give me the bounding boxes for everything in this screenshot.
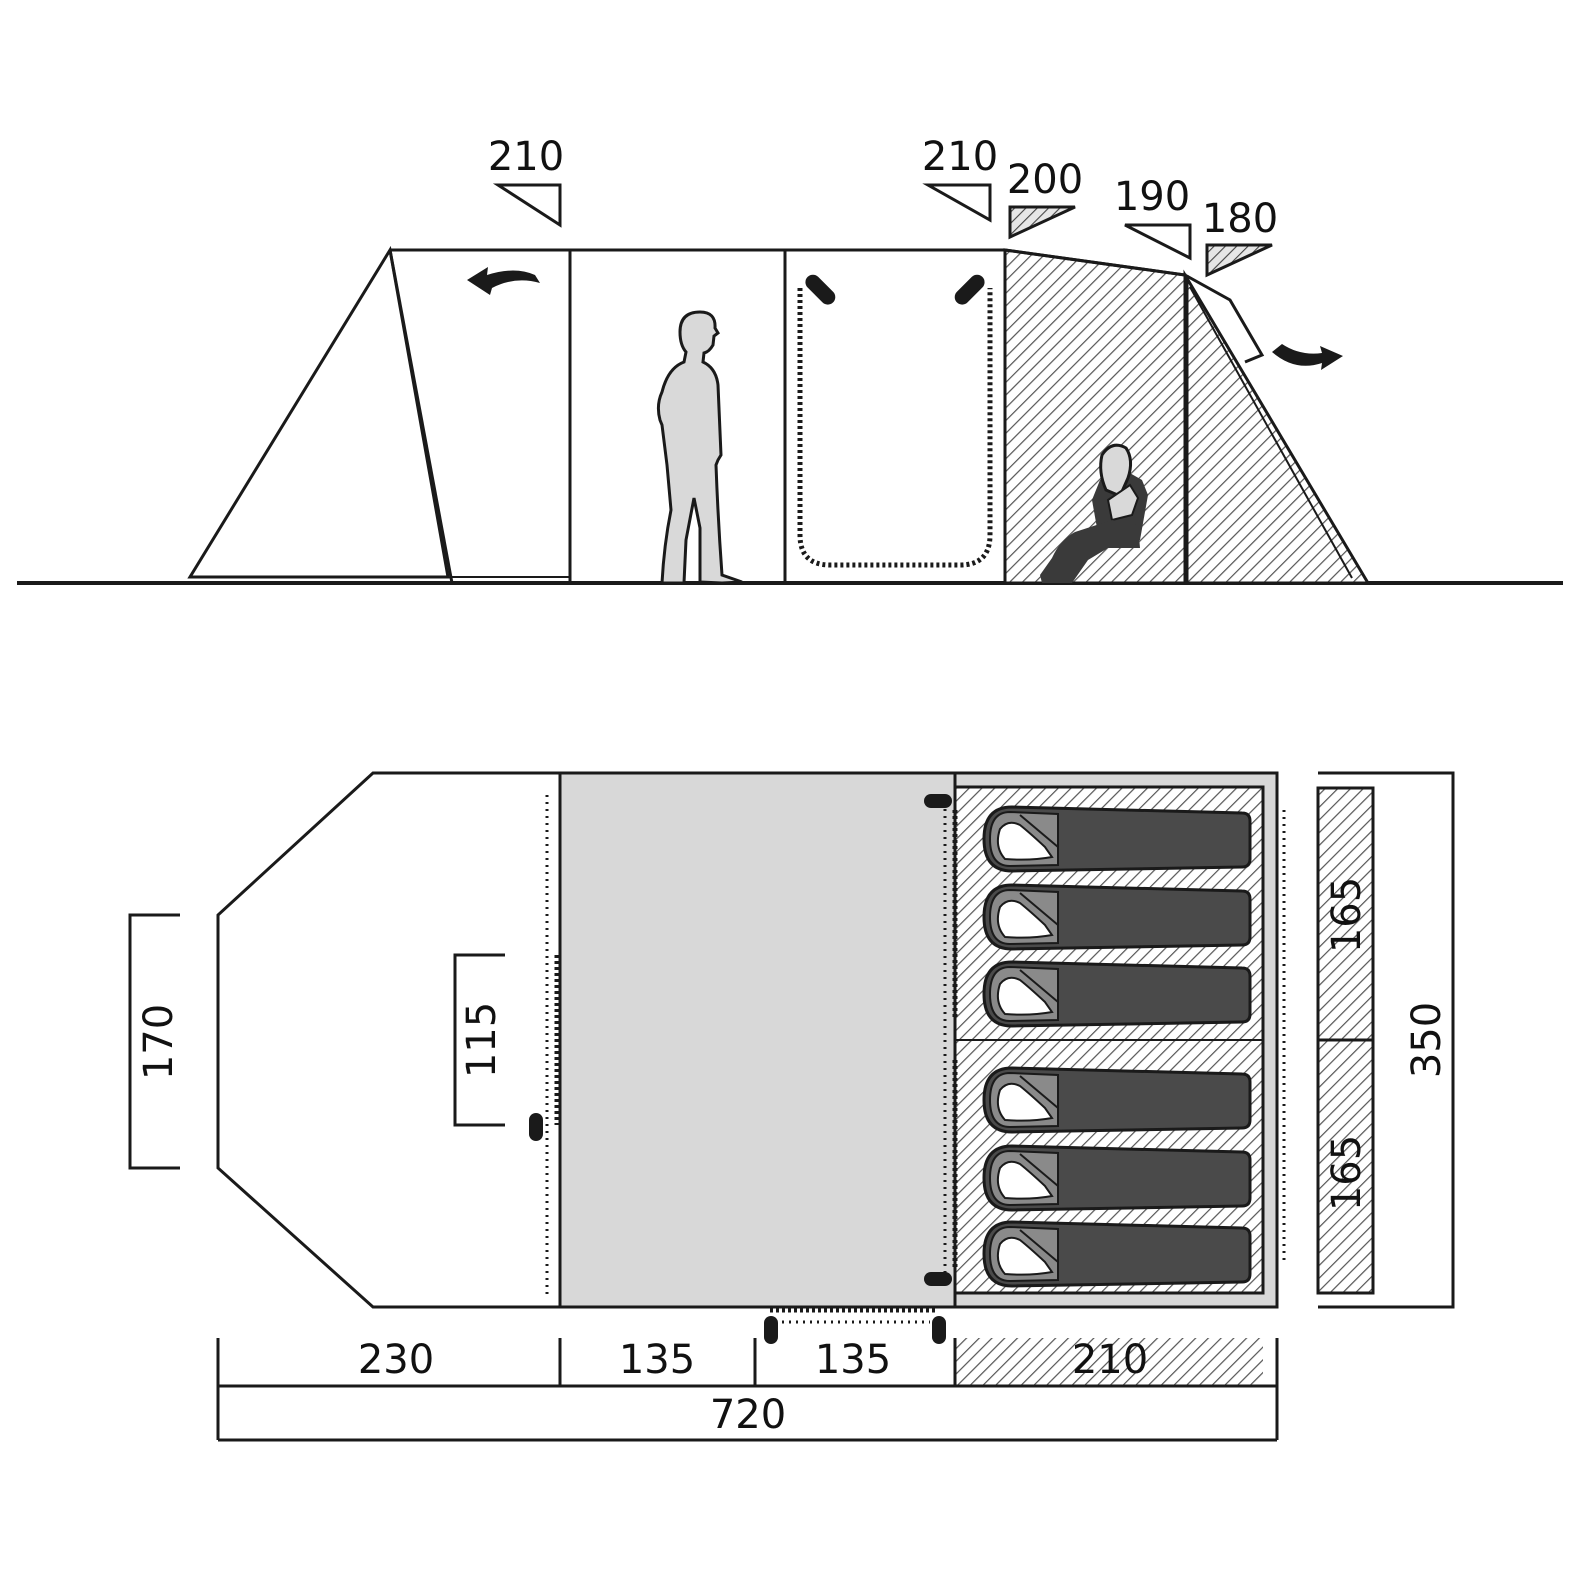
sleeping-bag-icon <box>982 883 1252 951</box>
dim-210-label: 210 <box>1072 1337 1148 1383</box>
rear-side-hatch <box>1183 269 1371 585</box>
sleeping-bags <box>982 805 1252 1288</box>
door-zipper <box>797 288 993 568</box>
living-area <box>558 771 957 1309</box>
height-marker-200: 200 <box>1007 157 1083 240</box>
height-label: 210 <box>488 134 564 180</box>
person-standing-icon <box>656 310 743 585</box>
toggle-fastener-icon <box>932 1316 946 1344</box>
height-marker-210-a: 210 <box>488 134 564 228</box>
rear-inner-edge <box>1189 286 1353 579</box>
bedroom-depth-hatch-bottom <box>1316 1038 1375 1295</box>
dim-165-top-label: 165 <box>1324 877 1370 953</box>
direction-arrow-icon <box>1272 344 1343 370</box>
porch-outline <box>216 771 560 1309</box>
sleeping-bag-icon <box>982 805 1252 873</box>
rear-vent-flap <box>1184 273 1265 364</box>
height-label: 180 <box>1202 196 1278 242</box>
sleeping-bag-icon <box>982 1066 1252 1134</box>
toggle-fastener-icon <box>924 794 952 808</box>
toggle-fastener-icon <box>529 1113 543 1141</box>
dim-115-label: 115 <box>459 1002 505 1078</box>
front-pole <box>388 249 454 584</box>
side-view: 210 210 200 190 180 <box>17 134 1563 585</box>
dim-350-label: 350 <box>1404 1002 1450 1078</box>
height-marker-210-b: 210 <box>922 134 998 223</box>
height-marker-180: 180 <box>1202 196 1278 278</box>
sleeping-bag-icon <box>982 1220 1252 1288</box>
sleeping-bag-icon <box>982 960 1252 1028</box>
dim-720-label: 720 <box>710 1392 786 1438</box>
direction-arrow-icon <box>467 267 540 295</box>
bedroom-depth-hatch-top <box>1316 786 1375 1042</box>
floor-plan: 170 115 165 165 350 230 135 135 210 720 <box>128 771 1455 1442</box>
height-label: 210 <box>922 134 998 180</box>
height-label: 190 <box>1114 174 1190 220</box>
dim-170-label: 170 <box>136 1004 182 1080</box>
dim-bracket-350 <box>1318 771 1455 1309</box>
height-marker-190: 190 <box>1114 174 1192 261</box>
toggle-fastener-icon <box>805 274 985 305</box>
toggle-fastener-icon <box>764 1316 778 1344</box>
seg-210-hatch <box>955 1338 1263 1386</box>
person-sitting-icon <box>1040 443 1148 583</box>
dim-135a-label: 135 <box>619 1337 695 1383</box>
height-label: 200 <box>1007 157 1083 203</box>
dim-bracket-170 <box>128 913 180 1170</box>
sleeping-bag-icon <box>982 1144 1252 1212</box>
front-porch-panel <box>187 245 450 579</box>
dim-bracket-115 <box>453 953 505 1127</box>
dim-230-label: 230 <box>358 1337 434 1383</box>
dim-135b-label: 135 <box>815 1337 891 1383</box>
dim-165-bottom-label: 165 <box>1324 1135 1370 1211</box>
toggle-fastener-icon <box>924 1272 952 1286</box>
